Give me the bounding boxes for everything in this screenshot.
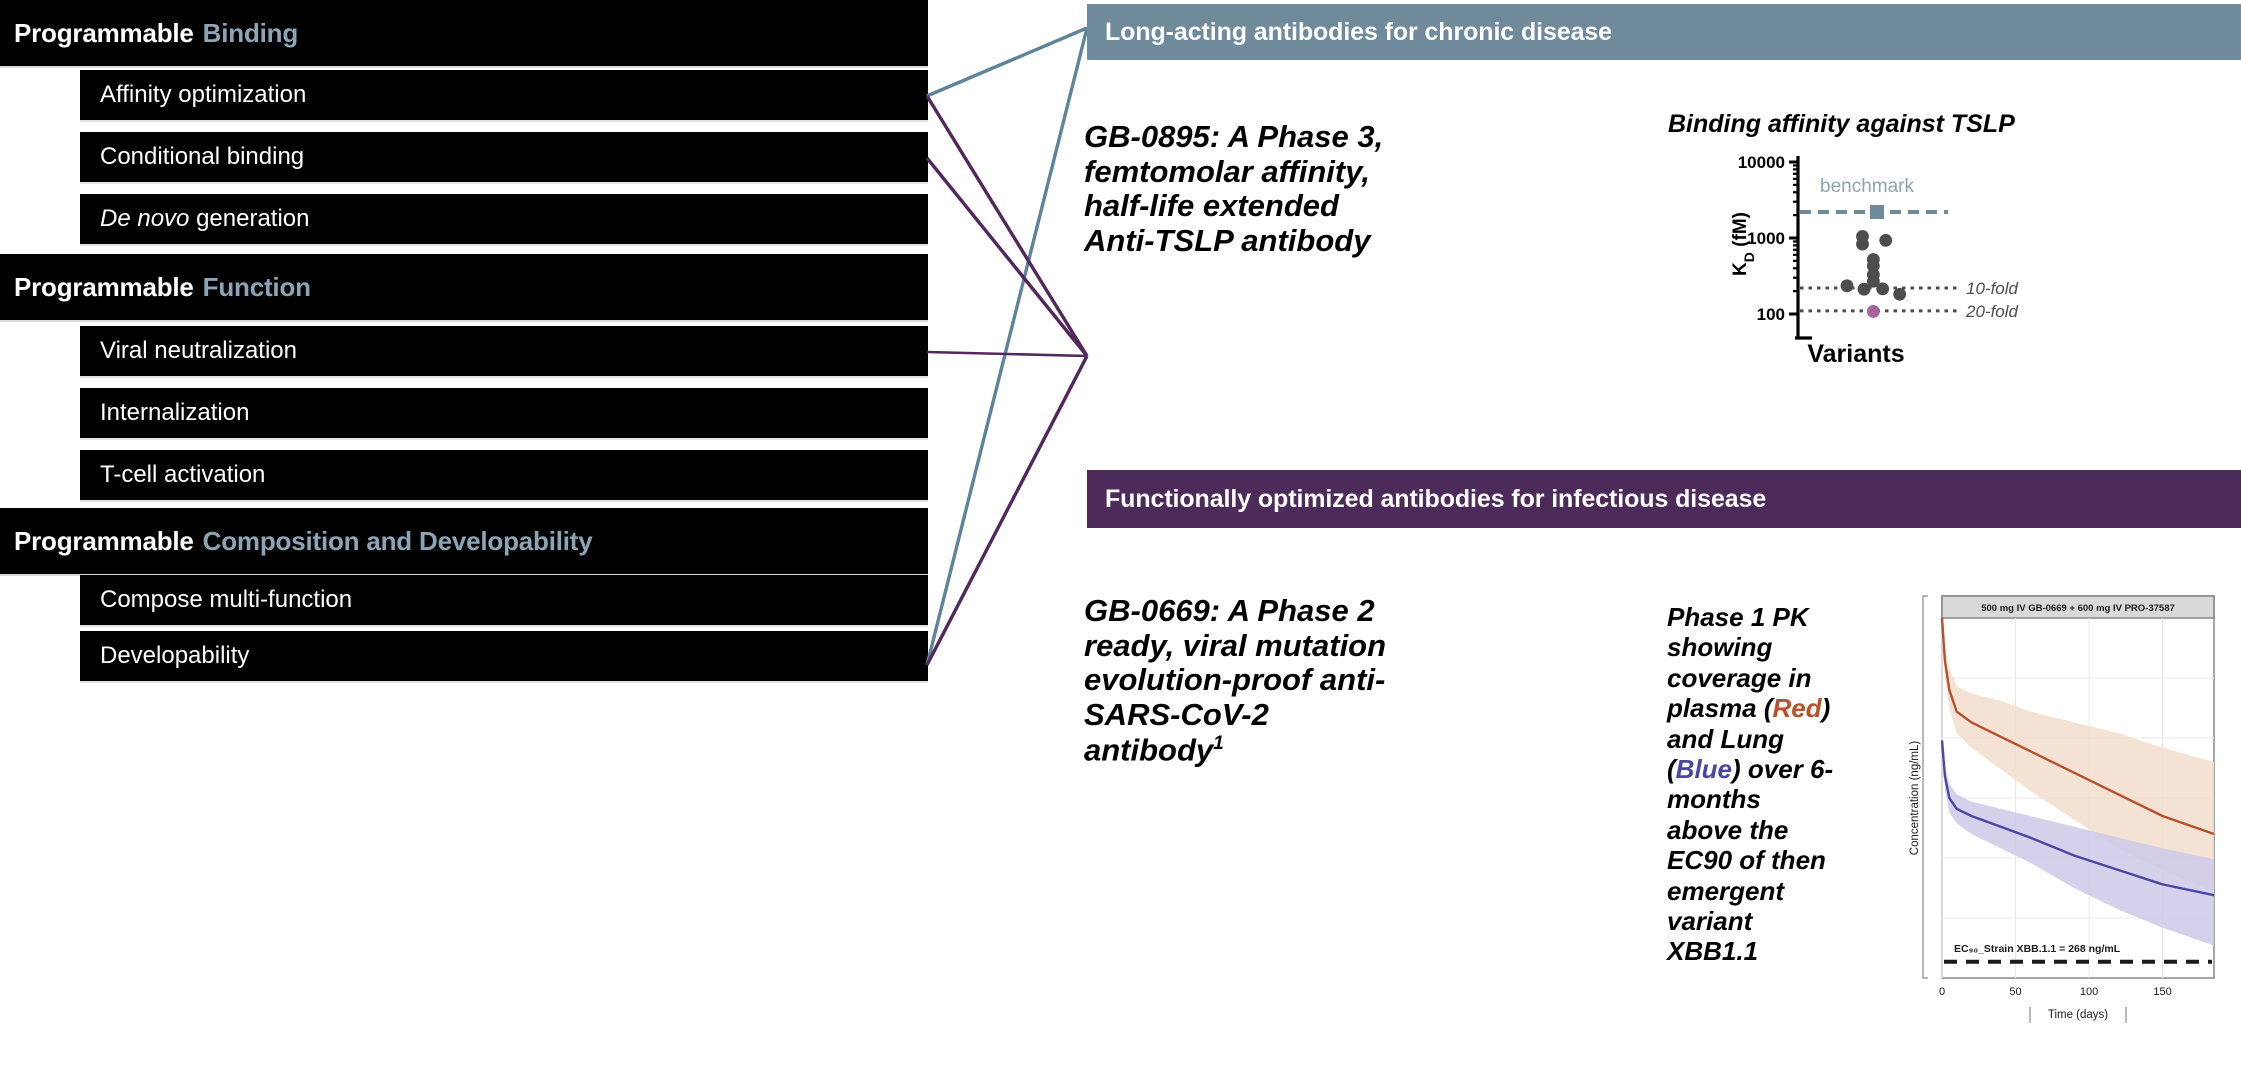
fig2-x-tick-label: 150 bbox=[2153, 986, 2171, 998]
fig1-benchmark-marker bbox=[1870, 204, 1884, 219]
fig1-data-point bbox=[1856, 237, 1869, 251]
fig2-x-tick-label: 100 bbox=[2080, 986, 2098, 998]
connector-developability-to-panel2 bbox=[925, 355, 1089, 666]
capability-item-label: Compose multi-function bbox=[100, 586, 353, 613]
panel2-header-text: Functionally optimized antibodies for in… bbox=[1105, 484, 1767, 513]
capability-item-label: Internalization bbox=[100, 399, 250, 426]
fig2-line-plasma bbox=[1940, 617, 2215, 836]
connector-conditional-to-panel2 bbox=[925, 156, 1089, 358]
fig1-fold-label: 20-fold bbox=[1965, 302, 2019, 321]
fig1-data-point bbox=[1866, 305, 1880, 318]
category-header-prefix: Programmable bbox=[14, 17, 194, 48]
fig1-data-point bbox=[1866, 274, 1880, 288]
panel-header-chronic-disease[interactable]: Long-acting antibodies for chronic disea… bbox=[1087, 4, 2241, 60]
fig2-y-bracket bbox=[1922, 595, 1928, 979]
caption-part-1: Phase 1 PK showing coverage in plasma ( bbox=[1667, 602, 1812, 724]
fig2-band-lung bbox=[1942, 740, 2214, 946]
category-header-composition-and-developability[interactable]: Programmable Composition and Developabili… bbox=[0, 508, 928, 576]
capability-item-label: Developability bbox=[100, 642, 250, 669]
fig2-svg: 500 mg IV GB-0669 + 600 mg IV PRO-37587E… bbox=[1909, 595, 2215, 1023]
connector-viral-to-panel2 bbox=[926, 350, 1088, 358]
caption-part-3: ) over 6-months above the EC90 of then e… bbox=[1667, 754, 1834, 967]
panel1-lede-text: GB-0895: A Phase 3, femtomolar affinity,… bbox=[1084, 119, 1384, 259]
fig2-band-plasma bbox=[1942, 618, 2214, 892]
pk-figure-caption: Phase 1 PK showing coverage in plasma (R… bbox=[1667, 602, 1842, 967]
fig1-data-point bbox=[1857, 282, 1871, 296]
category-header-accent: Composition and Developability bbox=[202, 525, 593, 556]
fig2-threshold-label: EC₉₀_Strain XBB.1.1 = 268 ng/mL bbox=[1954, 943, 2121, 955]
panel2-lede-text: GB-0669: A Phase 2 ready, viral mutation… bbox=[1084, 593, 1644, 768]
panel2-lede-body: GB-0669: A Phase 2 ready, viral mutation… bbox=[1084, 593, 1387, 768]
category-header-binding[interactable]: Programmable Binding bbox=[0, 0, 928, 68]
fig1-data-point bbox=[1893, 287, 1907, 301]
category-header-accent: Function bbox=[202, 271, 311, 302]
fig2-title-strip bbox=[1941, 595, 2215, 619]
fig2-x-tick-label: 0 bbox=[1939, 986, 1945, 998]
category-header-function[interactable]: Programmable Function bbox=[0, 254, 928, 322]
caption-part-2: ) and Lung ( bbox=[1667, 693, 1831, 785]
connector-developability-to-panel1 bbox=[925, 27, 1089, 666]
capability-item-label: De novo generation bbox=[100, 205, 310, 233]
fig2-line-lung bbox=[1940, 740, 2215, 897]
caption-red-word: Red bbox=[1772, 693, 1822, 724]
capability-item[interactable]: Viral neutralization bbox=[80, 326, 928, 378]
panel1-header-text: Long-acting antibodies for chronic disea… bbox=[1105, 17, 1612, 46]
fig1-benchmark-label: benchmark bbox=[1820, 176, 1914, 197]
caption-blue-word: Blue bbox=[1675, 754, 1733, 785]
fig1-data-point bbox=[1840, 279, 1854, 293]
capability-item[interactable]: Developability bbox=[80, 631, 928, 683]
fig1-title: Binding affinity against TSLP bbox=[1668, 110, 2015, 138]
fig1-y-tick-label: 1000 bbox=[1747, 229, 1785, 248]
category-header-prefix: Programmable bbox=[14, 525, 194, 556]
capability-item-label: Conditional binding bbox=[100, 143, 305, 170]
binding-affinity-figure: Binding affinity against TSLP 10000 1000 1… bbox=[1660, 110, 2220, 410]
fig2-x-tick-label: 50 bbox=[2009, 986, 2021, 998]
capability-item-label-rest: generation bbox=[196, 205, 310, 232]
capability-item-label: T-cell activation bbox=[100, 461, 266, 488]
connector-affinity-to-panel2 bbox=[925, 95, 1089, 357]
fig1-y-tick-label: 100 bbox=[1757, 305, 1785, 324]
capability-item[interactable]: De novo generation bbox=[80, 194, 928, 246]
fig2-x-axis-label: Time (days) bbox=[2048, 1009, 2108, 1021]
fig2-y-axis-label: Concentration (ng/mL) bbox=[1909, 741, 1921, 856]
connector-affinity-to-panel1 bbox=[926, 26, 1088, 98]
fig1-data-point bbox=[1876, 282, 1890, 296]
capability-item[interactable]: Internalization bbox=[80, 388, 928, 440]
capability-item-label: Viral neutralization bbox=[100, 337, 298, 364]
fig1-data-point bbox=[1879, 233, 1893, 247]
category-header-accent: Binding bbox=[202, 17, 299, 48]
category-header-prefix: Programmable bbox=[14, 271, 194, 302]
fig1-x-axis-label: Variants bbox=[1807, 340, 1904, 368]
fig2-strip-title: 500 mg IV GB-0669 + 600 mg IV PRO-37587 bbox=[1981, 603, 2175, 614]
capability-item[interactable]: Affinity optimization bbox=[80, 70, 928, 122]
capability-item-label: Affinity optimization bbox=[100, 81, 307, 108]
capability-item-label-italic: De novo bbox=[100, 205, 190, 232]
panel2-lede-footnote-marker: 1 bbox=[1213, 732, 1224, 754]
panel-header-infectious-disease[interactable]: Functionally optimized antibodies for in… bbox=[1087, 470, 2241, 528]
fig1-fold-label: 10-fold bbox=[1966, 279, 2019, 298]
capability-item[interactable]: Conditional binding bbox=[80, 132, 928, 184]
capability-item[interactable]: T-cell activation bbox=[80, 450, 928, 502]
fig1-y-tick-label: 10000 bbox=[1738, 153, 1785, 172]
capability-item[interactable]: Compose multi-function bbox=[80, 575, 928, 627]
